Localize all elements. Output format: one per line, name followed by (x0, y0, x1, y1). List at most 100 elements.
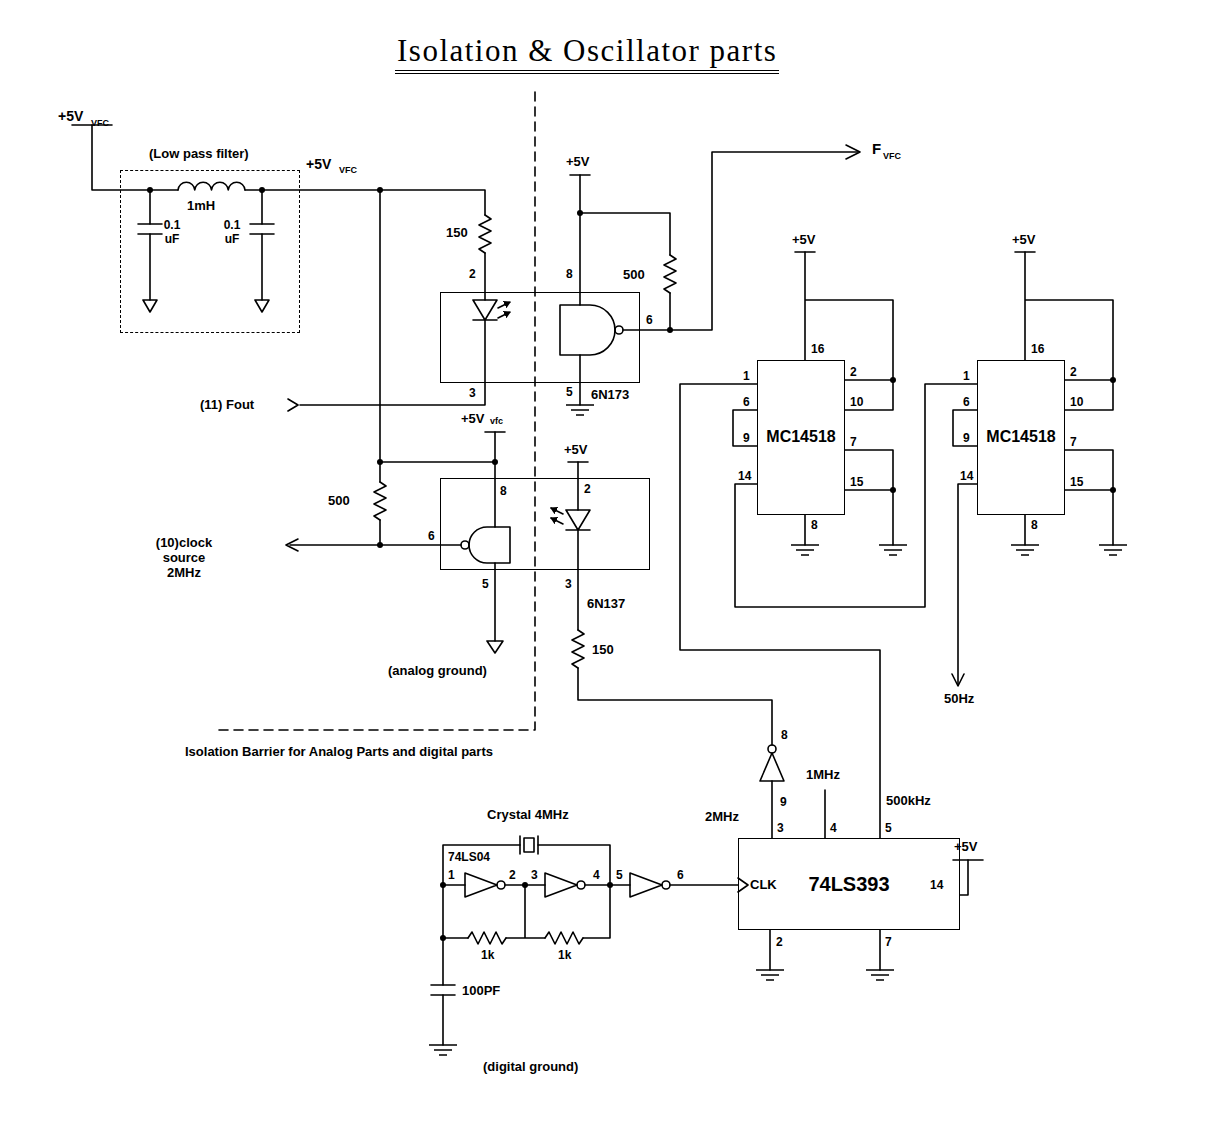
pin-number: 8 (500, 485, 507, 499)
ic-box: MC14518 (977, 360, 1065, 515)
wire (735, 384, 977, 607)
ground-symbol (791, 545, 819, 555)
pin-number: 10 (850, 396, 863, 410)
pin-number: 2 (850, 366, 857, 380)
pin-number: 2 (1070, 366, 1077, 380)
signal-label: 50Hz (944, 692, 974, 707)
capacitor-symbol (138, 224, 455, 995)
signal-label: (11) Fout (200, 398, 254, 413)
pin-number: 15 (1070, 476, 1083, 490)
signal-label: CLK (750, 878, 777, 893)
pin-number: 5 (616, 869, 623, 883)
junction-dot (147, 187, 1116, 941)
pin-number: 8 (781, 729, 788, 743)
signal-label: +5V (566, 155, 590, 170)
signal-label: 74LS04 (448, 851, 490, 865)
part-label: (Low pass filter) (149, 147, 249, 162)
wire (953, 252, 1113, 684)
wire (290, 190, 495, 641)
pin-number: 500 (623, 268, 645, 283)
optocoupler-box: 6N137 (440, 478, 650, 570)
pin-number: 2 (584, 483, 591, 497)
pin-number: 9 (963, 432, 970, 446)
ground-symbol (566, 405, 594, 415)
ground-symbol (1099, 545, 1127, 555)
crystal-symbol (520, 836, 538, 854)
signal-label: +5V (954, 840, 978, 855)
wire (733, 252, 893, 545)
wire (580, 152, 858, 405)
pin-number: 16 (1031, 343, 1044, 357)
nand-gate-symbol (469, 527, 510, 563)
pin-number: 2 (469, 268, 476, 282)
light-ray (498, 312, 510, 318)
inverter-bubble (662, 881, 670, 889)
signal-label: Crystal 4MHz (487, 808, 569, 823)
pin-number: 4 (593, 869, 600, 883)
pin-number: 4 (830, 822, 837, 836)
pin-number: 9 (780, 796, 787, 810)
wire (92, 125, 485, 405)
optocoupler-box: 6N173 (440, 292, 640, 383)
pin-number: 3 (469, 387, 476, 401)
pin-number: 9 (743, 432, 750, 446)
pin-number: 6 (963, 396, 970, 410)
pin-number: 8 (566, 268, 573, 282)
ground-symbol (429, 1045, 457, 1055)
signal-label: +5V (564, 443, 588, 458)
pin-number: 14 (930, 879, 943, 893)
inverter-bubble (768, 745, 776, 753)
pin-number: 14 (960, 470, 973, 484)
signal-label: (digital ground) (483, 1060, 578, 1075)
inverter-bubble (497, 881, 505, 889)
pin-number: 150 (446, 226, 468, 241)
signal-label: 1MHz (806, 768, 840, 783)
pin-number: 8 (811, 519, 818, 533)
wire (670, 860, 968, 970)
ground-symbol (866, 970, 894, 980)
pin-number: 14 (738, 470, 751, 484)
ic-box: MC14518 (757, 360, 845, 515)
wire (680, 384, 880, 838)
signal-label: +5V (58, 108, 83, 124)
inverter-symbol (465, 753, 784, 897)
pin-number: 7 (850, 436, 857, 450)
inverter-bubble (577, 881, 585, 889)
signal-label: VFC (339, 165, 357, 175)
filter-box: (Low pass filter) (120, 170, 300, 333)
diagram-title: Isolation & Oscillator parts (395, 34, 779, 74)
pin-number: 150 (592, 643, 614, 658)
led-symbol (473, 300, 590, 530)
part-label: 6N173 (591, 388, 629, 403)
pin-number: 6 (677, 869, 684, 883)
pin-number: 10 (1070, 396, 1083, 410)
nand-gate-symbol (560, 305, 615, 355)
part-label: 74LS393 (808, 873, 889, 896)
signal-label: 100PF (462, 984, 500, 999)
pin-number: 1 (743, 370, 750, 384)
pin-number: 5 (566, 386, 573, 400)
light-ray (551, 518, 563, 524)
pin-number: 5 (885, 822, 892, 836)
isolation-barrier (213, 92, 535, 730)
signal-label: +5V (461, 412, 485, 427)
part-label: MC14518 (986, 428, 1055, 446)
resistor-symbol (374, 215, 676, 944)
signal-label: 0.1 uF (218, 219, 246, 247)
pin-number: 3 (777, 822, 784, 836)
pin-number: 7 (1070, 436, 1077, 450)
part-label: 6N137 (587, 597, 625, 612)
ground-symbol (879, 545, 907, 555)
signal-label: +5V (792, 233, 816, 248)
pin-number: 8 (1031, 519, 1038, 533)
ground-symbol (756, 970, 784, 980)
signal-label: +5V (1012, 233, 1036, 248)
part-label: MC14518 (766, 428, 835, 446)
signal-label: vfc (490, 416, 503, 426)
inverter-bubble (615, 326, 623, 334)
pin-number: 16 (811, 343, 824, 357)
pin-number: 500 (328, 494, 350, 509)
signal-label: 500kHz (886, 794, 931, 809)
inductor-symbol (178, 182, 245, 190)
